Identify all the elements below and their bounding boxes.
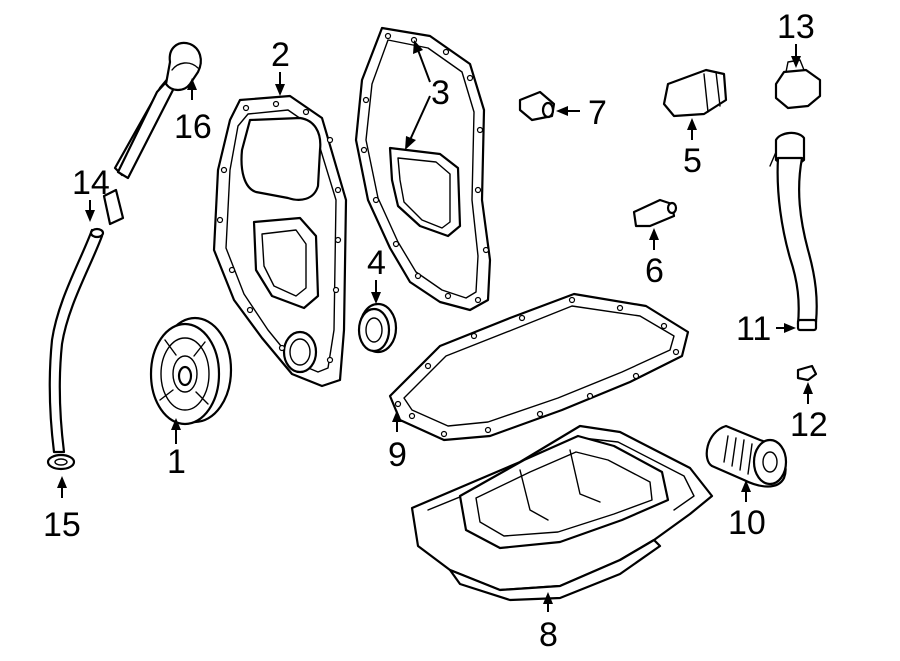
oil-pan-gasket: [388, 292, 690, 442]
callout-5: 5: [683, 142, 702, 180]
sensor-7: [518, 90, 556, 122]
crankshaft-pulley: [149, 316, 233, 426]
callout-9: 9: [388, 436, 407, 474]
callout-11: 11: [736, 310, 771, 348]
oil-pan: [410, 424, 714, 602]
timing-cover: [212, 94, 348, 388]
leader-arrows: [57, 40, 813, 612]
callout-6: 6: [645, 252, 664, 290]
timing-cover-gasket: [354, 26, 492, 312]
callout-16: 16: [174, 108, 212, 146]
callout-labels: 1 2 3 4 5 6 7 8 9 10 11 12 13 14 15 16: [43, 8, 828, 654]
crankshaft-front-seal: [357, 302, 398, 354]
oil-filter: [705, 424, 788, 488]
callout-15: 15: [43, 506, 81, 544]
callout-10: 10: [728, 504, 766, 542]
dipstick-seal-ring: [46, 453, 76, 471]
callout-7: 7: [588, 94, 607, 132]
callout-12: 12: [790, 406, 828, 444]
oil-filler-tube: [769, 131, 818, 332]
callout-1: 1: [167, 443, 186, 481]
callout-2: 2: [271, 36, 290, 74]
callout-14: 14: [72, 164, 110, 202]
oil-filler-cap: [774, 59, 822, 110]
callout-3: 3: [431, 74, 450, 112]
callout-13: 13: [777, 8, 815, 46]
drain-plug: [796, 364, 818, 382]
callout-4: 4: [367, 244, 386, 282]
sensor-6: [632, 198, 678, 228]
sensor-5: [662, 68, 728, 118]
callout-8: 8: [539, 616, 558, 654]
dipstick-tube: [48, 188, 125, 454]
